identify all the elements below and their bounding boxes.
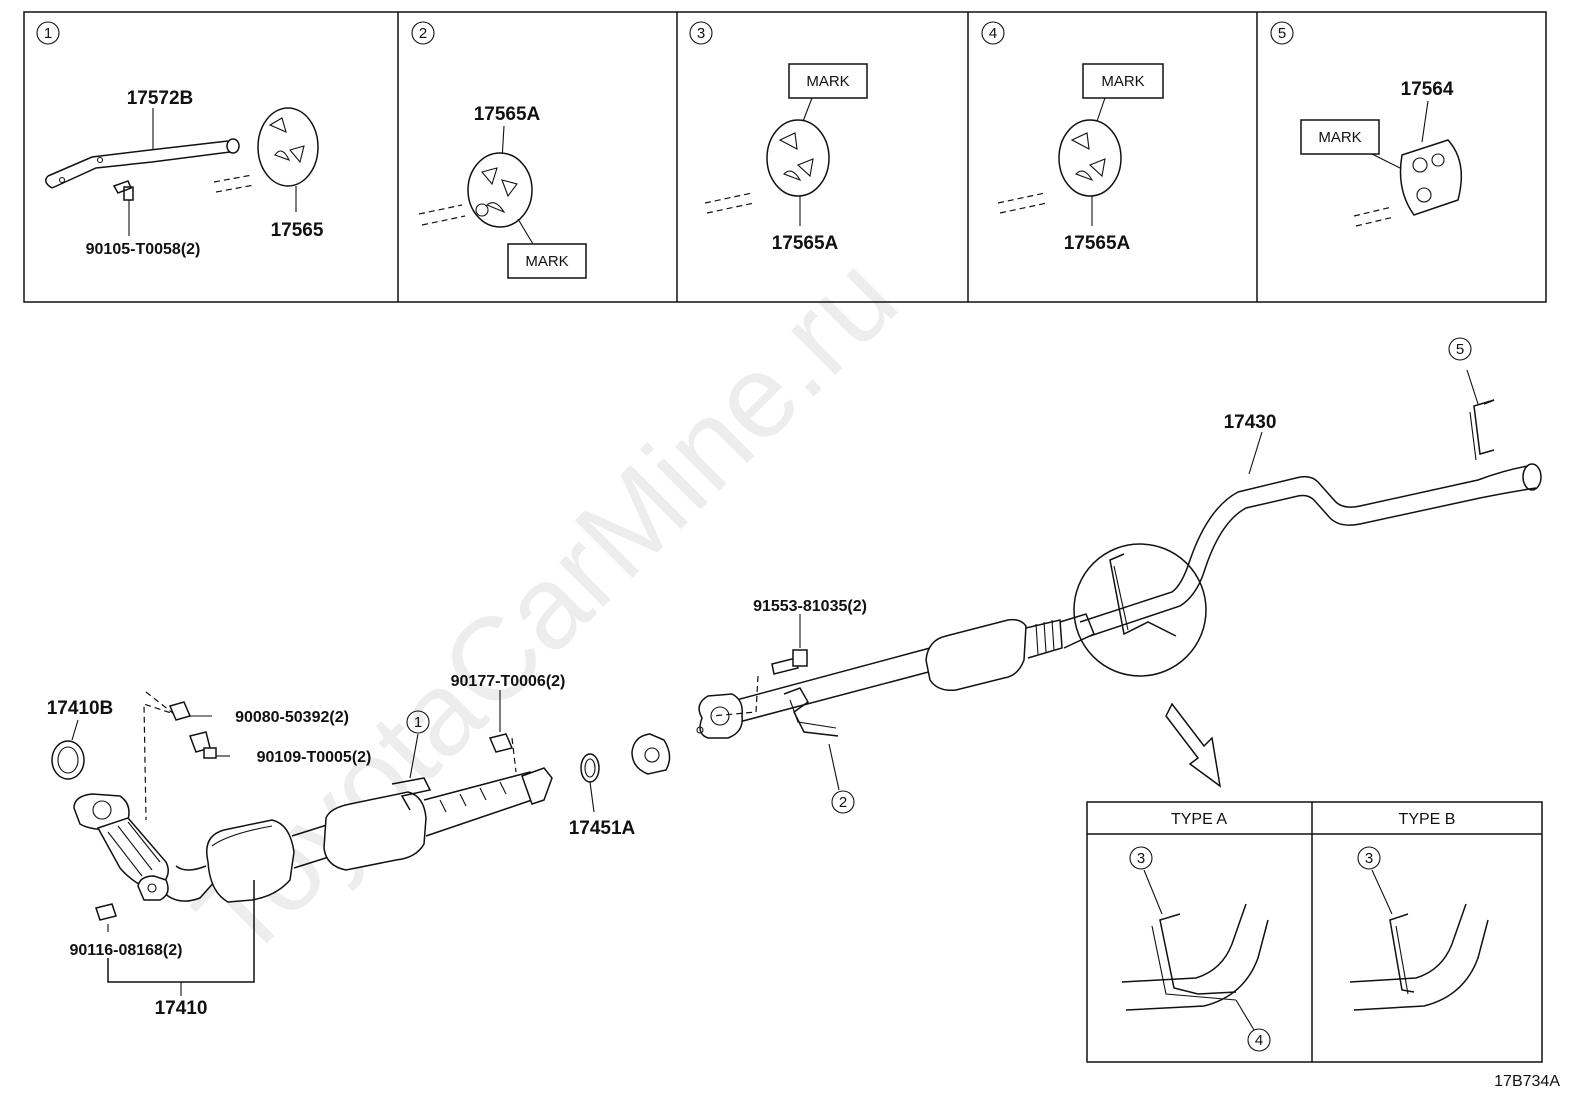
part-17430: 17430 [1224,412,1277,433]
detail-panel-4: 4 MARK 17565A [981,21,1164,254]
callout-2: 2 [839,794,847,811]
mark-label-p4: MARK [1101,73,1144,90]
diagram-code: 17B734A [1494,1073,1560,1090]
part-90177-T0006: 90177-T0006(2) [451,673,566,690]
callout-1: 1 [414,714,422,731]
part-17451A: 17451A [569,818,636,839]
part-90109-T0005: 90109-T0005(2) [257,749,372,766]
part-17572B: 17572B [127,88,194,109]
panel-index-3: 3 [697,25,705,42]
detail-panel-5: 5 17564 MARK [1270,21,1463,227]
types-table: TYPE A TYPE B 3 4 3 [1086,801,1543,1063]
tailpipe-17430: 17430 5 [1079,337,1542,637]
callout-4: 4 [1255,1032,1263,1049]
gasket-17451A: 17451A [569,733,671,839]
detail-panel-1: 1 17572B 90105-T0058(2) 17565 [36,21,324,258]
part-90116-08168: 90116-08168(2) [70,942,183,959]
callout-3-type-b: 3 [1365,850,1373,867]
callout-3-type-a: 3 [1137,850,1145,867]
part-17564: 17564 [1401,79,1454,100]
part-91553-81035: 91553-81035(2) [753,598,867,615]
part-17565A-p4: 17565A [1064,233,1131,254]
mark-label-p3: MARK [806,73,849,90]
center-pipe: 2 91553-81035(2) [696,598,1095,814]
detail-circle [1073,543,1222,788]
front-pipe-17410: 17410B 1 90080-50392(2) [47,673,566,1019]
panel-index-5: 5 [1278,25,1286,42]
part-17565A-p3: 17565A [772,233,839,254]
panel-index-4: 4 [989,25,997,42]
panel-index-1: 1 [44,25,52,42]
detail-panels [23,11,1547,303]
type-b-header: TYPE B [1399,811,1456,828]
detail-panel-2: 2 17565A MARK [411,21,587,279]
part-17410B: 17410B [47,698,114,719]
mark-label-p2: MARK [525,253,568,270]
type-a-header: TYPE A [1171,811,1227,828]
part-90080-50392: 90080-50392(2) [235,709,349,726]
mark-label-p5: MARK [1318,129,1361,146]
part-17410: 17410 [155,998,208,1019]
detail-panel-3: 3 MARK 17565A [689,21,868,254]
panel-index-2: 2 [419,25,427,42]
callout-5: 5 [1456,341,1464,358]
part-90105-T0058: 90105-T0058(2) [86,241,201,258]
part-17565: 17565 [271,220,324,241]
part-17565A-p2: 17565A [474,104,541,125]
